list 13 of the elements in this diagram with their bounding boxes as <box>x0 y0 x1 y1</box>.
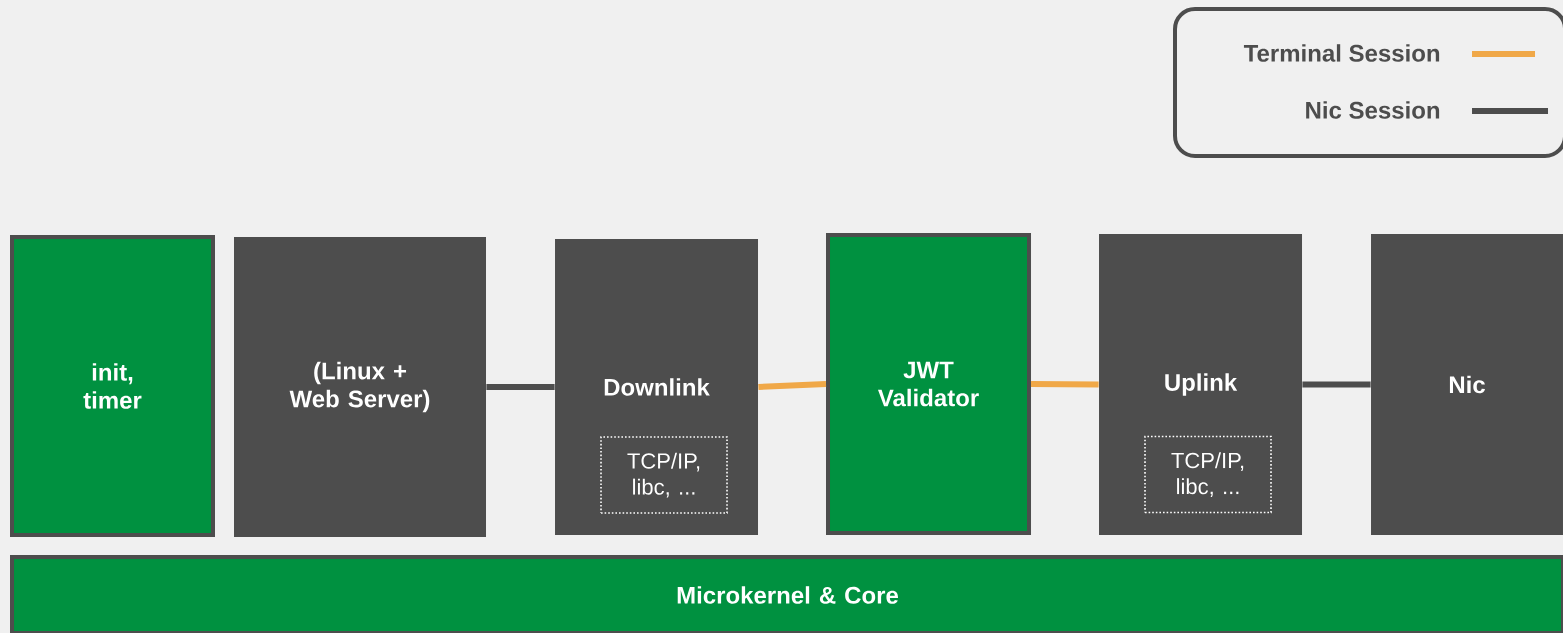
component-box: init, timer <box>10 235 215 537</box>
connector-line <box>1031 381 1099 388</box>
component-box: JWT Validator <box>826 233 1031 535</box>
legend-label: Nic Session <box>1306 101 1440 119</box>
connector-line <box>1302 381 1371 388</box>
component-box: (Linux + Web Server) <box>234 237 486 537</box>
library-box: TCP/IP, libc, ... <box>1144 435 1272 514</box>
connector-line <box>758 381 827 390</box>
kernel-bar: Microkernel & Core <box>10 555 1563 633</box>
connector-line <box>486 384 555 390</box>
component-box: Nic <box>1371 234 1563 535</box>
legend-label: Terminal Session <box>1243 44 1440 62</box>
library-box: TCP/IP, libc, ... <box>600 436 728 514</box>
